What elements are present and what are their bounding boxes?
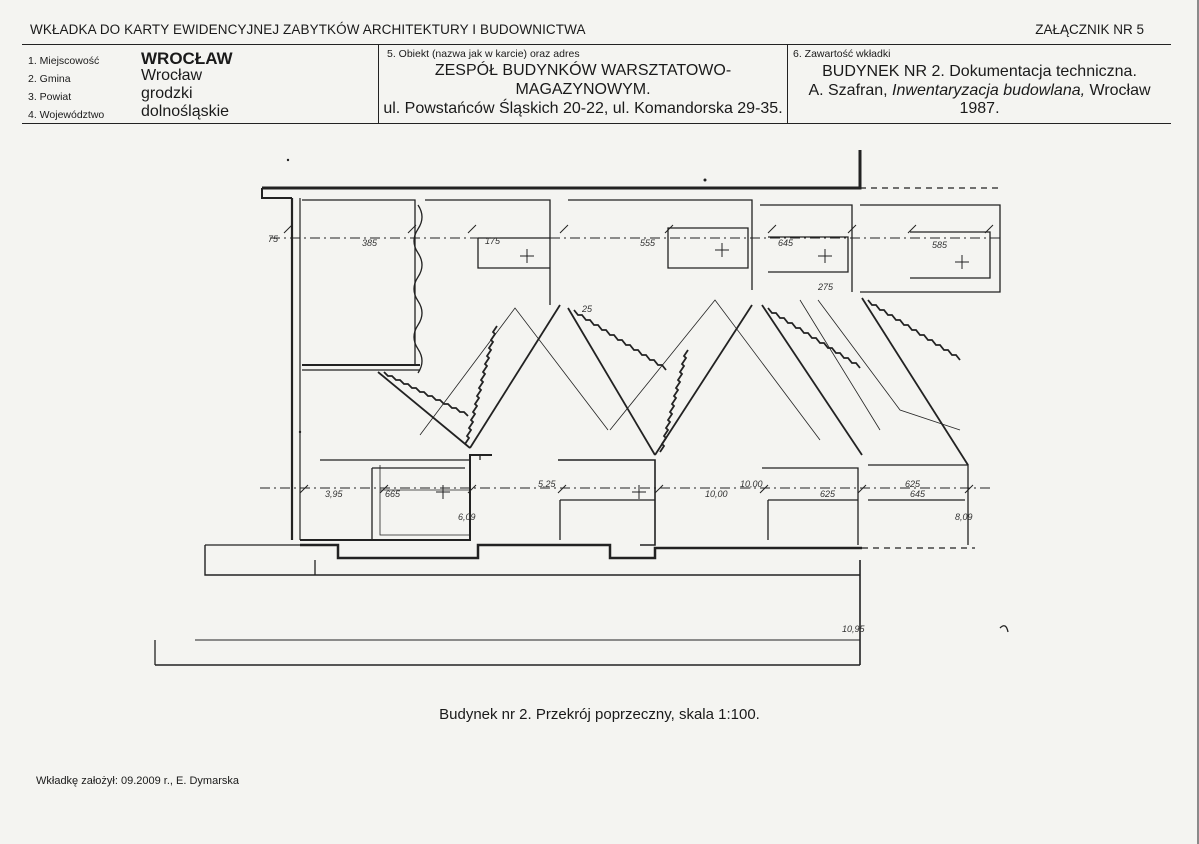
object-name-line1: ZESPÓŁ BUDYNKÓW WARSZTATOWO- bbox=[434, 62, 732, 79]
drawing-caption: Budynek nr 2. Przekrój poprzeczny, skala… bbox=[439, 706, 760, 723]
svg-text:5,25: 5,25 bbox=[538, 479, 557, 489]
label-zawartosc: 6. Zawartość wkładki bbox=[793, 48, 891, 60]
value-miejscowosc: WROCŁAW bbox=[141, 49, 233, 68]
stair-flights bbox=[377, 297, 969, 466]
svg-text:10,00: 10,00 bbox=[740, 479, 763, 489]
attachment-number: ZAŁĄCZNIK NR 5 bbox=[1035, 22, 1144, 37]
svg-text:3,95: 3,95 bbox=[325, 489, 344, 499]
svg-text:10,00: 10,00 bbox=[705, 489, 728, 499]
contents-year: 1987. bbox=[959, 100, 1000, 117]
svg-text:625: 625 bbox=[820, 489, 836, 499]
svg-text:645: 645 bbox=[778, 238, 794, 248]
svg-text:10,95: 10,95 bbox=[842, 624, 866, 634]
page-edge bbox=[1197, 0, 1199, 844]
dimension-labels: 385 175 555 645 585 275 3,95 5,25 10,00 … bbox=[268, 234, 973, 634]
label-miejscowosc: 1. Miejscowość bbox=[28, 55, 100, 67]
svg-text:75: 75 bbox=[268, 234, 279, 244]
label-obiekt: 5. Obiekt (nazwa jak w karcie) oraz adre… bbox=[387, 48, 580, 60]
svg-text:665: 665 bbox=[385, 489, 401, 499]
svg-text:8,09: 8,09 bbox=[955, 512, 973, 522]
svg-text:25: 25 bbox=[581, 304, 593, 314]
contents-line2: A. Szafran, Inwentaryzacja budowlana, Wr… bbox=[788, 82, 1171, 100]
column-divider bbox=[787, 45, 788, 123]
construction-lines bbox=[419, 299, 961, 441]
value-powiat: grodzki bbox=[141, 85, 193, 102]
label-wojewodztwo: 4. Województwo bbox=[28, 109, 105, 121]
contents-author: A. Szafran, bbox=[808, 82, 888, 99]
svg-text:6,09: 6,09 bbox=[458, 512, 476, 522]
label-powiat: 3. Powiat bbox=[28, 91, 72, 103]
floor-line bbox=[300, 543, 862, 560]
header-table: 1. Miejscowość 2. Gmina 3. Powiat 4. Woj… bbox=[22, 44, 1171, 124]
value-wojewodztwo: dolnośląskie bbox=[141, 103, 230, 120]
svg-text:175: 175 bbox=[485, 236, 501, 246]
dimension-marks bbox=[283, 224, 994, 499]
roof-line bbox=[262, 150, 862, 190]
contents-place: Wrocław bbox=[1089, 82, 1151, 99]
footer-author-note: Wkładkę założył: 09.2009 r., E. Dymarska bbox=[36, 775, 239, 787]
document-title: WKŁADKA DO KARTY EWIDENCYJNEJ ZABYTKÓW A… bbox=[30, 22, 586, 37]
stray-mark bbox=[999, 625, 1009, 633]
value-gmina: Wrocław bbox=[141, 67, 203, 84]
object-address: ul. Powstańców Śląskich 20-22, ul. Koman… bbox=[383, 100, 783, 117]
svg-text:585: 585 bbox=[932, 240, 948, 250]
svg-text:625: 625 bbox=[905, 479, 921, 489]
object-name-line2: MAGAZYNOWYM. bbox=[515, 81, 651, 98]
svg-text:275: 275 bbox=[817, 282, 834, 292]
contents-line1: BUDYNEK NR 2. Dokumentacja techniczna. bbox=[822, 63, 1137, 80]
label-gmina: 2. Gmina bbox=[28, 73, 71, 85]
svg-text:555: 555 bbox=[640, 238, 656, 248]
column-divider bbox=[378, 45, 379, 123]
svg-text:645: 645 bbox=[910, 489, 926, 499]
svg-text:385: 385 bbox=[362, 238, 378, 248]
contents-work: Inwentaryzacja budowlana, bbox=[892, 82, 1086, 99]
